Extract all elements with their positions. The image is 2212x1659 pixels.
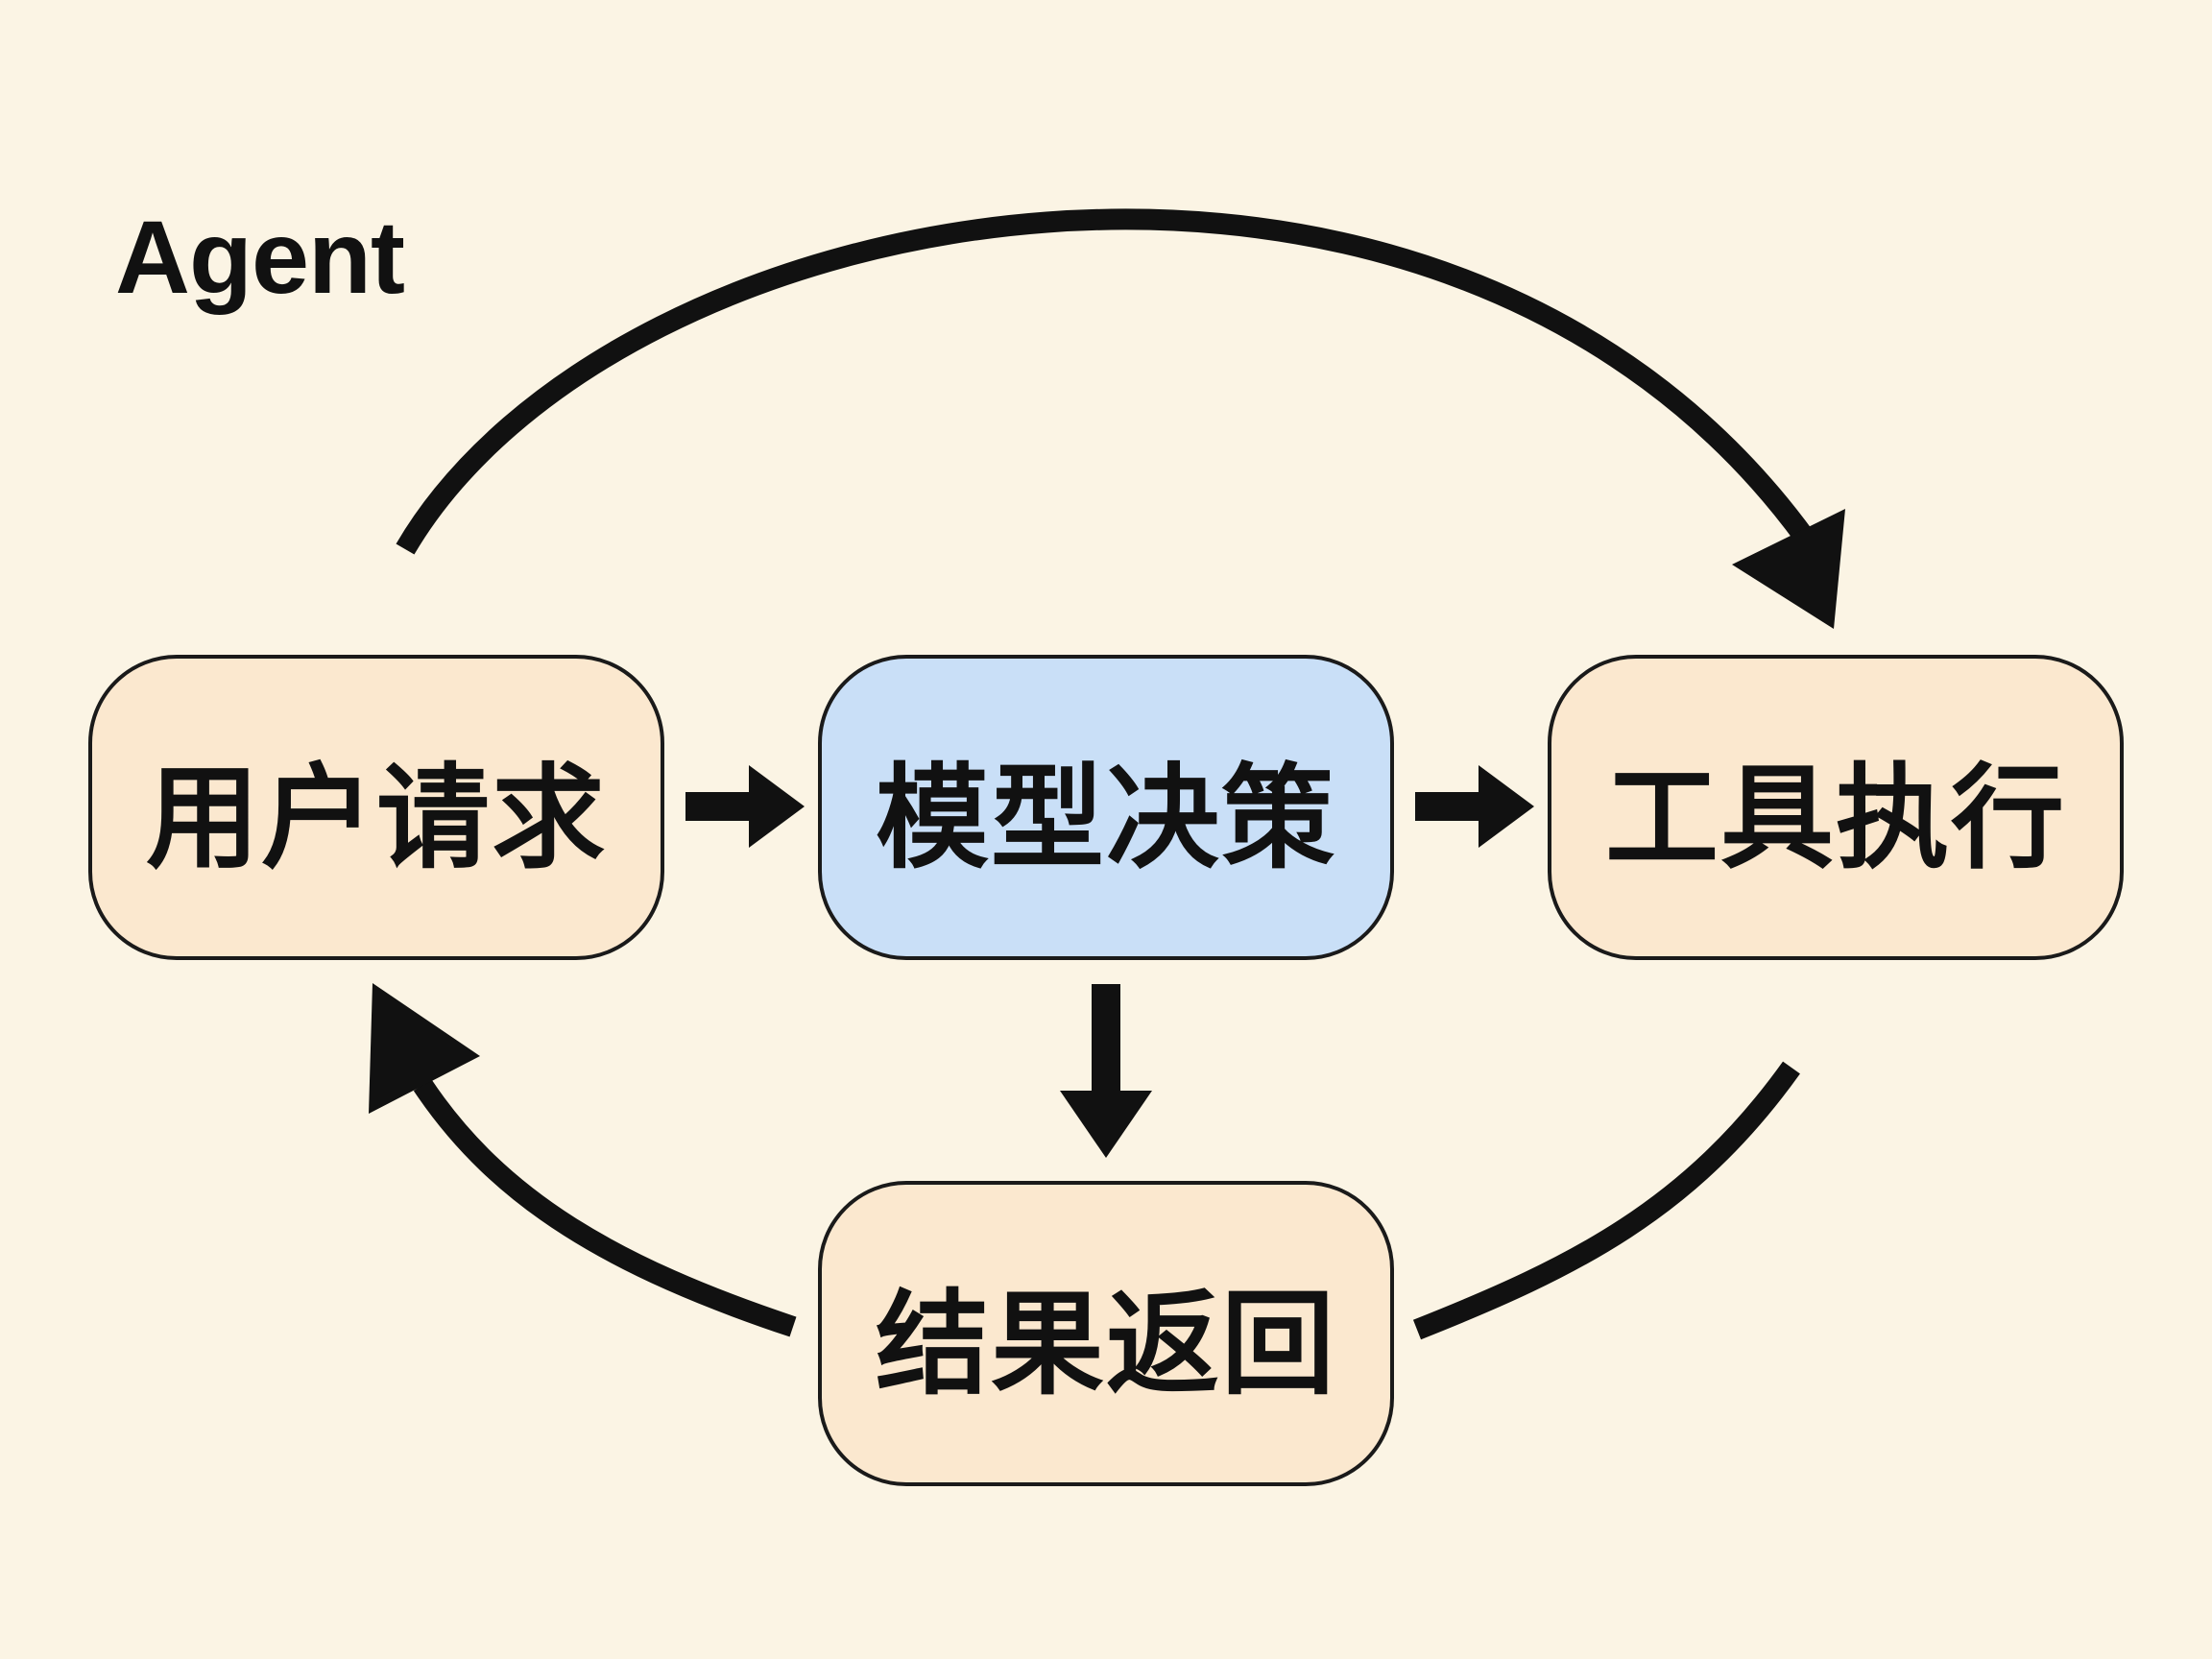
node-user-request: 用户请求 [88, 655, 664, 960]
node-model-decision: 模型决策 [818, 655, 1394, 960]
arrowhead-result [1060, 1091, 1152, 1158]
node-tool-execution: 工具执行 [1548, 655, 2124, 960]
node-label: 模型决策 [875, 751, 1336, 884]
edge-result-to-user-arc [413, 1078, 797, 1337]
edge-user-to-tool-arc [396, 208, 1814, 555]
node-label: 工具执行 [1604, 751, 2066, 884]
diagram-title: Agent [115, 199, 405, 315]
arrowhead-tool-straight [1479, 765, 1534, 848]
node-result-return: 结果返回 [818, 1181, 1394, 1486]
node-label: 结果返回 [875, 1277, 1336, 1410]
arrowhead-tool [1732, 509, 1845, 629]
arrowhead-model [749, 765, 805, 848]
node-label: 用户请求 [145, 751, 607, 884]
edge-tool-to-result-arc [1412, 1061, 1800, 1340]
arrowhead-user [369, 983, 480, 1114]
